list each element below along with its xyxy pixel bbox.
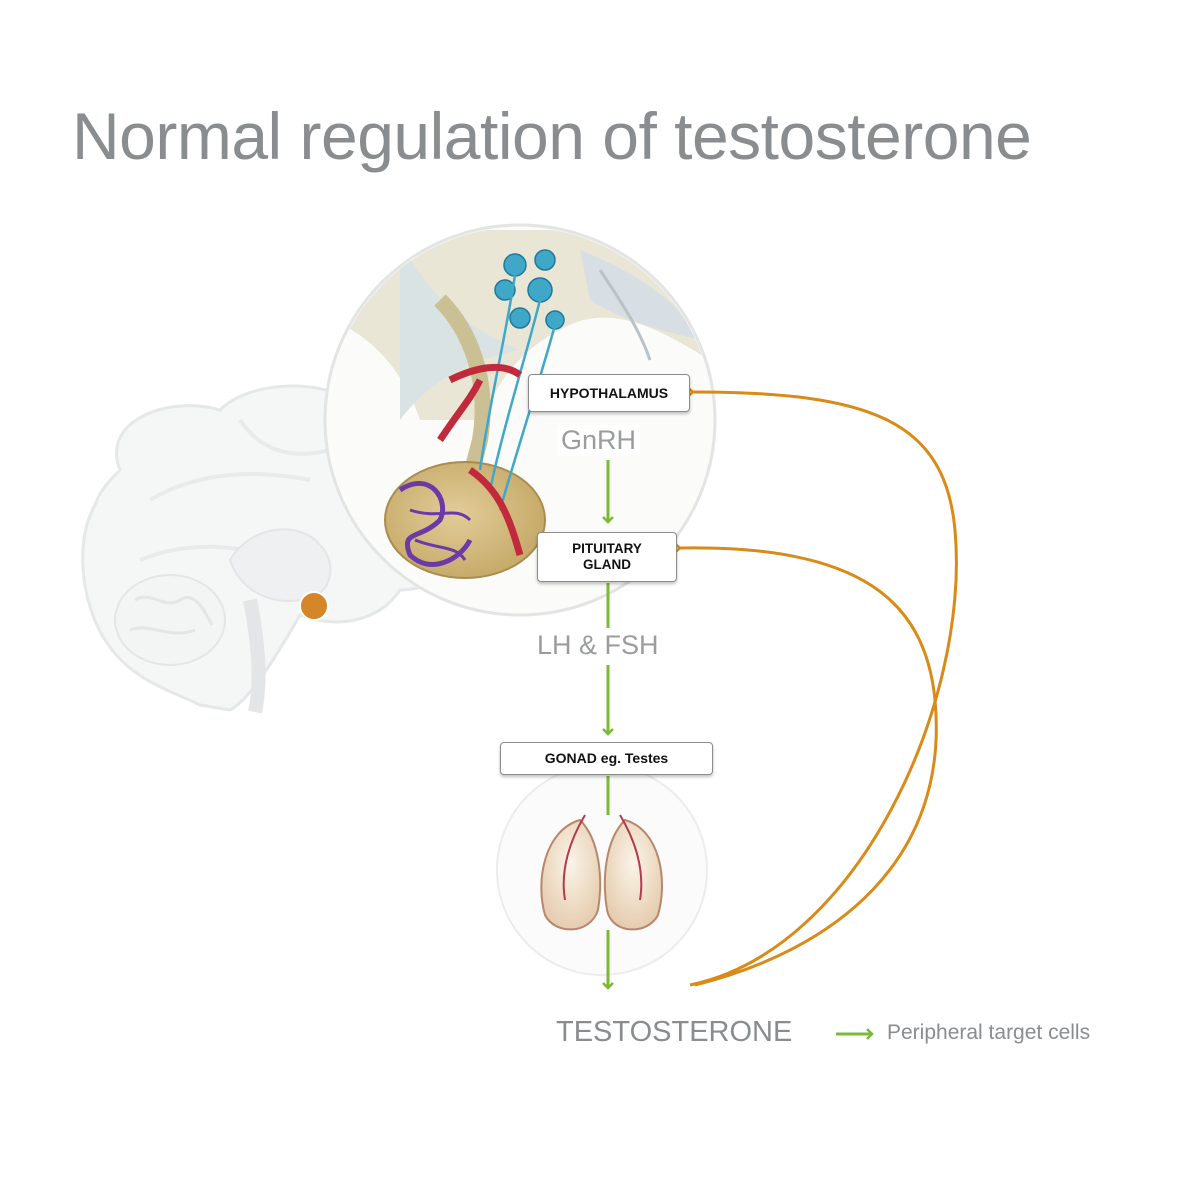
gonad-label: GONAD eg. Testes [544,750,669,767]
feedback-arrows [672,385,958,987]
feedback-to-pituitary [672,541,938,987]
hypothalamus-label: HYPOTHALAMUS [549,384,669,401]
gnrh-label: GnRH [557,425,641,456]
hypothalamus-node: HYPOTHALAMUS [528,374,690,412]
flow-arrows [602,460,874,1040]
testosterone-label: TESTOSTERONE [556,1016,793,1048]
page-title: Normal regulation of testosterone [72,99,1032,173]
peripheral-target-label: Peripheral target cells [887,1021,1091,1044]
testes-illustration [496,764,708,976]
pituitary-label-line1: PITUITARY [572,540,642,556]
gonad-node: GONAD eg. Testes [500,742,713,775]
feedback-to-hypothalamus [685,385,958,987]
pituitary-location-marker [299,591,329,621]
lh-fsh-label: LH & FSH [533,630,663,661]
hypothalamus-pituitary-illustration [323,223,717,617]
pituitary-node: PITUITARY GLAND [537,532,677,582]
pituitary-label-line2: GLAND [583,557,631,572]
